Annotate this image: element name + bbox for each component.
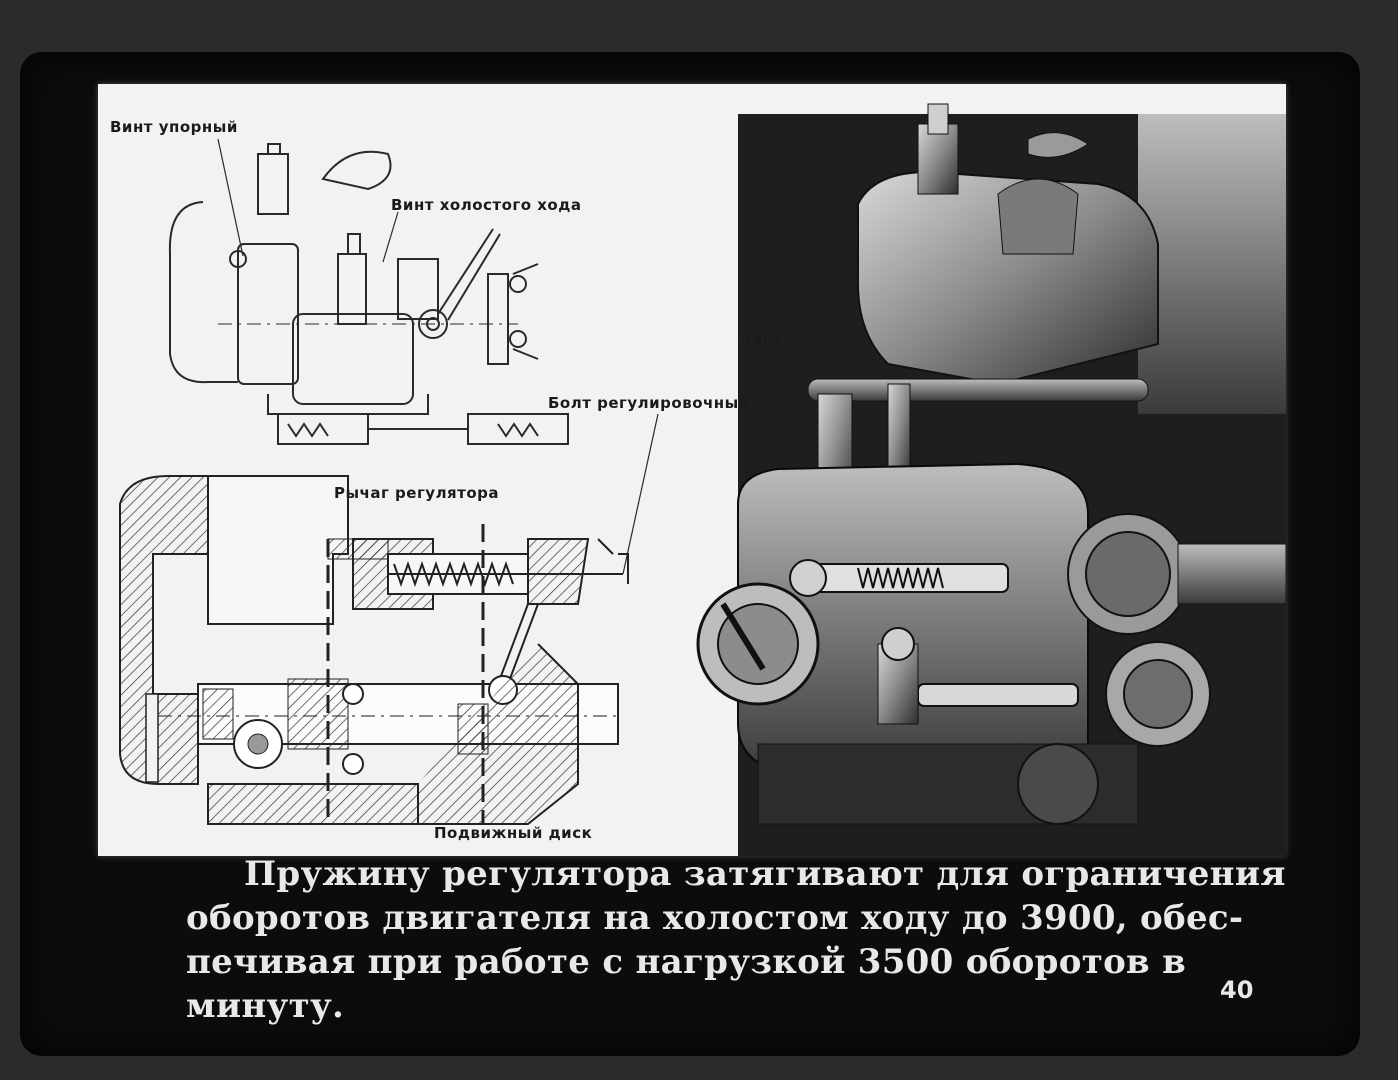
callout-idle-screw: Винт холостого хода <box>391 196 582 214</box>
callout-adjusting-bolt: Болт регулировочный <box>548 394 750 412</box>
caption-line-2: оборотов двигателя на холостом ходу до 3… <box>186 898 1244 938</box>
callout-rod: Тяга <box>742 332 782 350</box>
regulator-photo <box>696 103 1286 856</box>
regulator-section <box>119 475 629 825</box>
caption-line-3: печивая при работе с нагрузкой 3500 обор… <box>186 942 1187 982</box>
caption-text: Пружину регулятора затягивают для ограни… <box>186 852 1286 1028</box>
caption-line-1: Пружину регулятора затягивают для ограни… <box>244 854 1286 894</box>
diagram-panel: Винт упорный Винт холостого хода Тяга Бо… <box>98 84 1286 856</box>
slide-number: 40 <box>1220 976 1254 1004</box>
caption-line-4: минуту. <box>186 986 345 1026</box>
callout-movable-disc: Подвижный диск <box>434 824 593 842</box>
regulator-illustration <box>119 103 1286 856</box>
callout-regulator-lever: Рычаг регулятора <box>334 484 500 502</box>
callout-stop-screw: Винт упорный <box>110 118 238 136</box>
pump-side-view <box>168 143 569 445</box>
